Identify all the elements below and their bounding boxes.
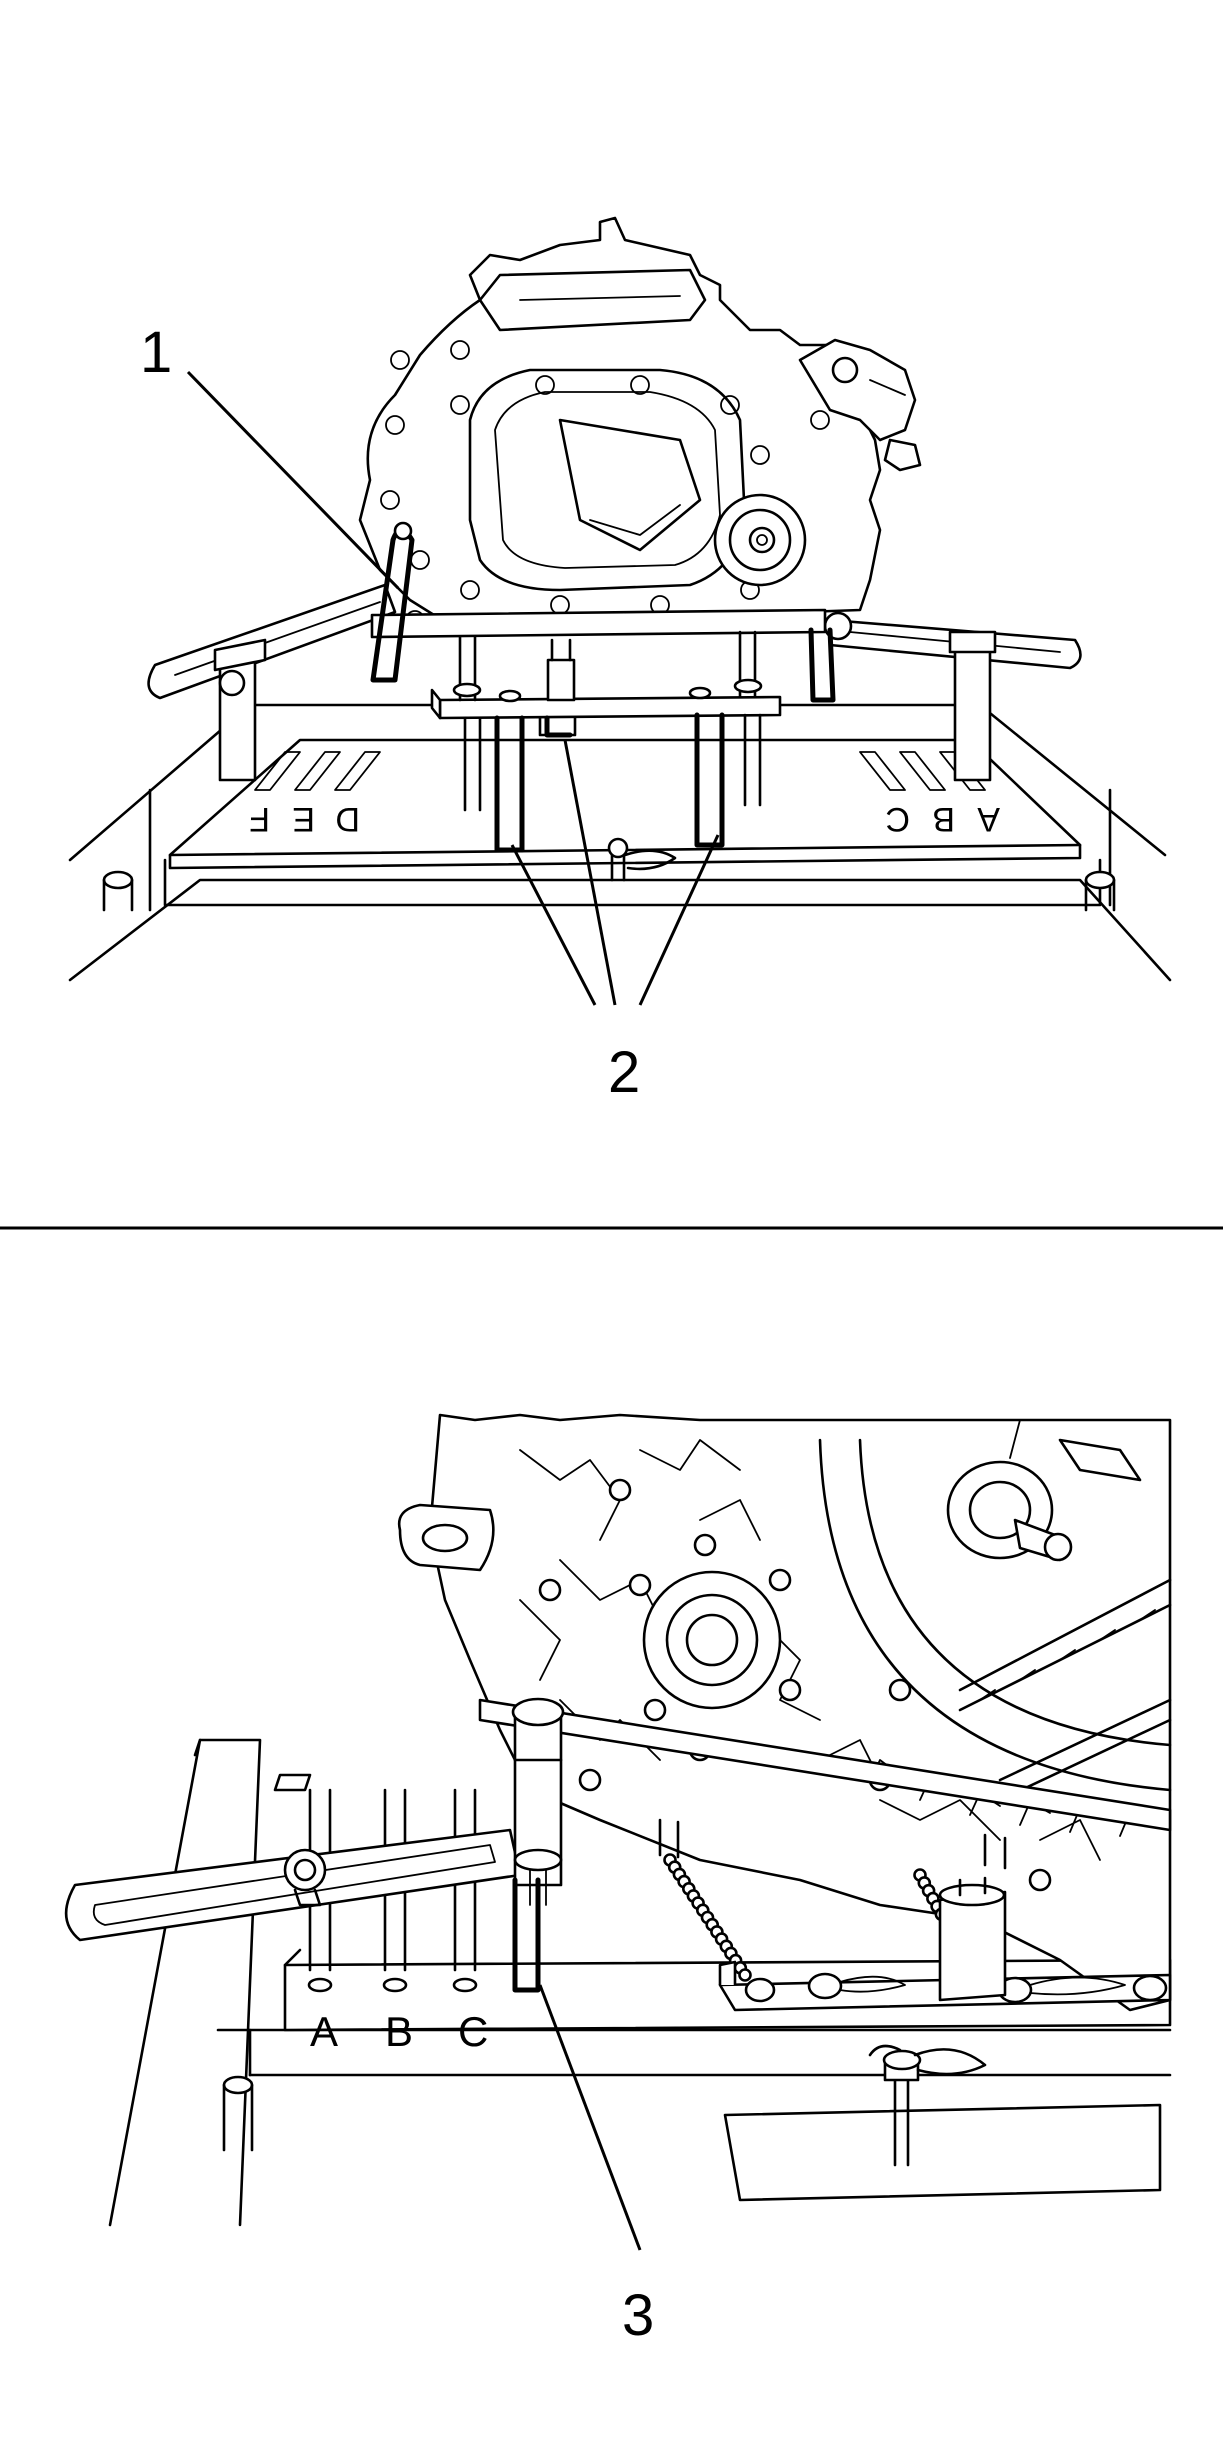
plate-letter-c-bottom: C [458, 2008, 488, 2055]
callout-3: 3 [622, 2283, 654, 2348]
leader-2c [638, 834, 720, 1006]
leader-2a [510, 844, 597, 1006]
callout-1: 1 [140, 320, 172, 385]
fixture-side-bar [478, 1698, 1172, 1870]
leader-1 [186, 370, 400, 590]
left-support-arm [147, 583, 397, 782]
plate-letter-c: C [885, 800, 910, 838]
left-post [218, 648, 257, 782]
bottom-panel: A B C [64, 1413, 1172, 2348]
top-panel: D E F A B C [68, 216, 1172, 1105]
alignment-dots [663, 1853, 957, 1982]
alignment-dot [738, 1968, 752, 1982]
holding-pin-3 [511, 1697, 565, 1993]
plate-letter-b: B [932, 800, 955, 838]
plate-letter-a-bottom: A [310, 2008, 338, 2055]
transaxle-housing [358, 216, 922, 630]
right-post [953, 638, 992, 782]
right-support-arm [823, 611, 1082, 782]
guide-pins-2 [494, 712, 725, 853]
lower-fixture-bar [718, 1876, 1172, 2012]
plate-letter-e: E [292, 800, 315, 838]
holding-pin-right [808, 627, 836, 703]
quick-release-pin-bottom [868, 2044, 987, 2167]
slotted-arm-bottom [64, 1828, 522, 1942]
plate-letter-a: A [977, 800, 1000, 838]
fixture-top-bar [370, 608, 827, 812]
leader-2b [563, 739, 617, 1006]
leader-3 [538, 1984, 642, 2251]
plate-letter-f: F [249, 800, 270, 838]
plate-letter-d: D [335, 800, 360, 838]
plate-letter-b-bottom: B [385, 2008, 413, 2055]
arm-clamp-nut [283, 1848, 327, 1892]
callout-2: 2 [608, 1040, 640, 1105]
quick-release-pin-top [607, 837, 677, 882]
bench-frame-bottom [108, 1738, 1172, 2227]
holding-pin-left [370, 521, 415, 683]
